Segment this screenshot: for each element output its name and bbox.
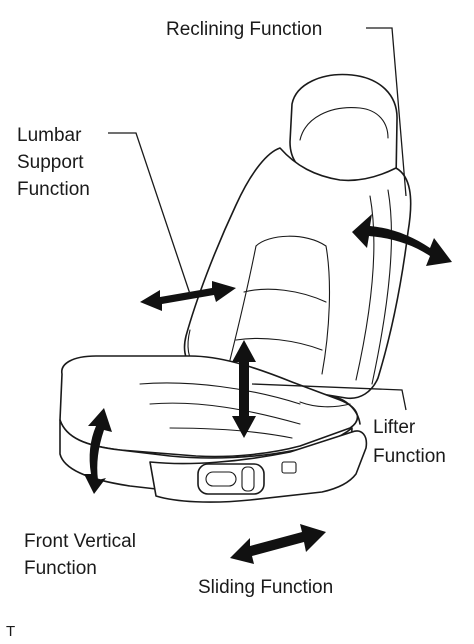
lumbar-label-line1: Lumbar bbox=[17, 125, 82, 146]
lumbar-leader bbox=[108, 132, 191, 295]
lumbar-label-line3: Function bbox=[17, 179, 90, 200]
lifter-label-line1: Lifter bbox=[373, 417, 416, 438]
reclining-arrow-icon bbox=[352, 214, 452, 266]
reclining-label: Reclining Function bbox=[166, 19, 322, 40]
small-switch bbox=[281, 461, 297, 474]
lifter-arrow-icon bbox=[232, 340, 256, 438]
front-vertical-label-line1: Front Vertical bbox=[24, 531, 136, 552]
front-vertical-arrow-icon bbox=[84, 408, 112, 494]
seat-back bbox=[183, 147, 412, 400]
sliding-arrow-icon bbox=[230, 524, 326, 564]
lumbar-label-line2: Support bbox=[17, 152, 84, 173]
lumbar-arrow-icon bbox=[140, 281, 236, 311]
seat-switch bbox=[197, 463, 265, 495]
corner-mark: T bbox=[6, 623, 15, 640]
reclining-leader bbox=[366, 27, 407, 197]
front-vertical-label-line2: Function bbox=[24, 558, 97, 579]
sliding-label: Sliding Function bbox=[198, 577, 333, 598]
lifter-label-line2: Function bbox=[373, 446, 446, 467]
lifter-leader bbox=[251, 383, 407, 411]
seat-illustration bbox=[59, 73, 412, 503]
